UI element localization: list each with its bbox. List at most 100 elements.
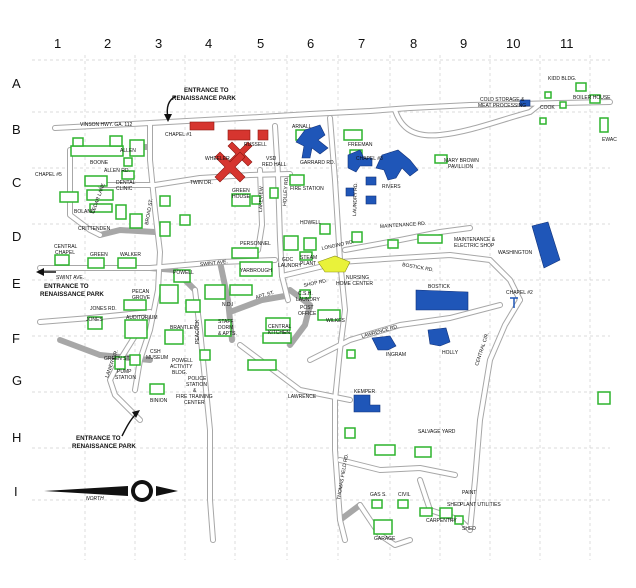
label-nursing-home: NURSING	[346, 275, 369, 281]
label-csh-museum: MUSEUM	[146, 355, 168, 361]
entrance-left: ENTRANCE TO RENAISSANCE PARK	[36, 268, 104, 298]
building	[559, 101, 567, 109]
grid-row-label: H	[12, 430, 21, 445]
building	[265, 317, 291, 331]
road-in	[133, 121, 162, 392]
grid-row-label: D	[12, 229, 21, 244]
road-network	[37, 99, 613, 548]
grid-column-labels: 1 2 3 4 5 6 7 8 9 10 11	[54, 36, 574, 51]
road-label-vinson: VINSON HWY. GA. 112	[80, 122, 133, 128]
label-bostick: BOSTICK	[428, 284, 451, 290]
label-gdc-laundry: LAUNDRY	[278, 263, 302, 269]
label-mary-brown: PAVILLION	[448, 164, 473, 170]
road-in	[328, 116, 347, 542]
label-police: &	[193, 388, 197, 394]
road-in	[193, 288, 215, 542]
road-label-swint: SWINT AVE.	[56, 275, 84, 281]
entrance-label: RENAISSANCE PARK	[172, 95, 236, 102]
label-washington: WASHINGTON	[498, 250, 533, 256]
building-historic	[257, 129, 269, 141]
building	[149, 383, 165, 395]
road-label-swint: SWINT AVE.	[200, 259, 229, 268]
road	[227, 293, 288, 315]
building	[299, 251, 313, 261]
building	[371, 499, 383, 509]
label-wheeler: WHEELER	[205, 156, 230, 162]
grid-col-label: 5	[257, 36, 264, 51]
entrance-bottom: ENTRANCE TO RENAISSANCE PARK	[72, 410, 140, 450]
label-green-house: HOUSE	[232, 194, 250, 200]
building	[173, 269, 191, 283]
building-washington	[531, 221, 561, 269]
label-pump-station: PUMP	[117, 369, 132, 375]
grid-row-label: G	[12, 373, 22, 388]
label-garage: GARAGE	[374, 536, 396, 542]
north-arrow-icon	[156, 486, 178, 496]
building	[544, 91, 552, 99]
blue-buildings	[295, 99, 561, 413]
label-staff-dorm: STAFF	[218, 319, 233, 325]
entrance-arrow-icon	[121, 413, 137, 437]
label-maintenance-shop: ELECTRIC SHOP	[454, 243, 495, 249]
label-powell-activity: POWELL	[172, 358, 193, 364]
label-staff-dorm: & APTS.	[218, 331, 237, 337]
map-labels: KIDD BLDG. BOILER HOUSE COLD STORAGE & M…	[35, 76, 617, 542]
building	[84, 175, 108, 187]
building-holly	[427, 327, 451, 347]
building	[299, 289, 311, 299]
road-label-maintenance-rd: MAINTENANCE RD.	[380, 221, 427, 230]
building	[164, 329, 184, 345]
label-chapel2: CHAPEL #2	[506, 290, 533, 296]
building	[185, 299, 201, 313]
road-label-jones: JONES RD.	[90, 306, 117, 312]
grid-col-label: 6	[307, 36, 314, 51]
building-historic	[227, 129, 251, 141]
label-central-kitchen: KITCHEN	[268, 330, 290, 336]
road-in	[273, 124, 290, 302]
label-kidd: KIDD BLDG.	[548, 76, 576, 82]
grid-row-label: C	[12, 175, 21, 190]
building	[204, 319, 232, 337]
building	[239, 261, 273, 277]
label-cook: COOK	[540, 105, 555, 111]
label-holly: HOLLY	[442, 350, 459, 356]
grid-row-label: E	[12, 276, 21, 291]
label-rivers: RIVERS	[382, 184, 401, 190]
building	[89, 203, 113, 213]
label-green: GREEN	[90, 252, 108, 258]
compass-icon	[135, 484, 149, 498]
label-shed2: SHED	[462, 526, 476, 532]
label-jones: JONES	[86, 317, 103, 323]
label-civil: CIVIL	[398, 492, 411, 498]
label-chapel1: CHAPEL #1	[165, 132, 192, 138]
road-in	[68, 148, 102, 237]
label-arnall: ARNALL	[292, 124, 312, 130]
road-in	[256, 168, 264, 252]
label-boland: BOLAND	[74, 209, 95, 215]
building-ingram	[371, 335, 397, 351]
label-police: CENTER	[184, 400, 205, 406]
building	[204, 284, 226, 300]
building-rivers	[345, 187, 355, 197]
label-personnel: PERSONNEL	[240, 241, 271, 247]
label-pecan-grove: GROVE	[132, 295, 151, 301]
label-police: STATION	[186, 382, 207, 388]
building-cold-storage	[519, 99, 531, 107]
building	[199, 349, 211, 361]
grid-row-label: B	[12, 122, 21, 137]
label-allen: ALLEN	[120, 148, 136, 154]
entrance-arrow-icon	[132, 410, 140, 418]
building	[414, 446, 432, 458]
label-dental: DENTAL	[116, 180, 136, 186]
label-fire-station: FIRE STATION	[290, 186, 324, 192]
road-label-laundry: LAUNDRY RD.	[352, 182, 359, 216]
label-post-office: POST	[300, 305, 314, 311]
building	[317, 309, 341, 321]
label-powell-activity: ACTIVITY	[170, 364, 193, 370]
building	[439, 507, 453, 519]
label-walker: WALKER	[120, 252, 141, 258]
road-in	[468, 298, 522, 532]
building	[597, 391, 611, 405]
building	[454, 515, 464, 525]
